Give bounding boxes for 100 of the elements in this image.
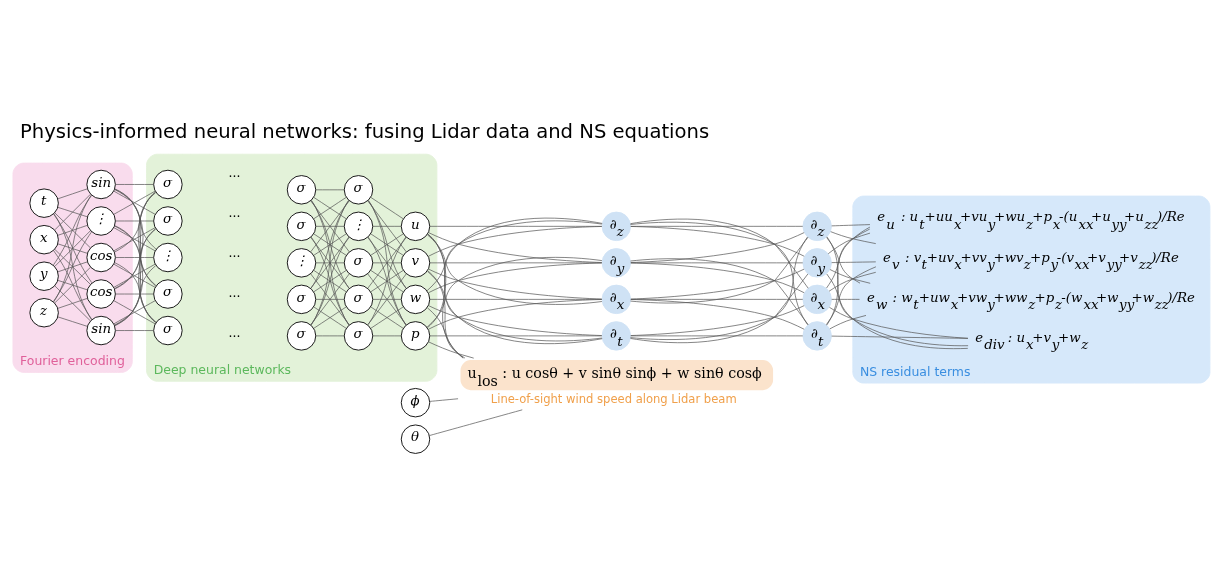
- connector: [113, 263, 156, 288]
- connector: [428, 298, 603, 330]
- connector: [830, 230, 877, 244]
- node-circle: sin: [86, 315, 116, 345]
- connector: [427, 270, 603, 341]
- connector: [630, 335, 804, 336]
- label: ···: [228, 288, 241, 304]
- connector: [428, 225, 603, 257]
- node-circle: ⋮: [153, 242, 183, 272]
- connector: [54, 229, 91, 267]
- node-circle: ϕ: [400, 387, 431, 417]
- node-circle: σ: [286, 211, 317, 241]
- node-circle: σ: [286, 174, 317, 204]
- node-circle: ⋮: [86, 205, 116, 236]
- connector: [831, 223, 871, 226]
- label: ···: [228, 208, 241, 224]
- connector: [370, 196, 404, 219]
- connector: [428, 268, 603, 299]
- connector: [367, 199, 407, 326]
- connector: [426, 256, 603, 328]
- node-circle: σ: [286, 284, 317, 314]
- connector: [826, 236, 969, 349]
- connector: [372, 298, 402, 300]
- connector: [53, 249, 93, 320]
- connector: [310, 199, 350, 289]
- node-label: Line-of-sight wind speed along Lidar beam: [490, 391, 737, 406]
- node-circle: ⋮: [343, 211, 374, 241]
- connector: [115, 183, 154, 185]
- connector: [630, 231, 805, 263]
- connector: [53, 212, 93, 320]
- connector: [429, 335, 603, 336]
- node-circle: t: [29, 187, 59, 218]
- connector: [113, 190, 156, 215]
- connector: [115, 329, 154, 331]
- connector: [115, 256, 154, 258]
- connector: [429, 397, 459, 402]
- node-circle: ⋮: [286, 247, 317, 278]
- connector: [367, 199, 407, 289]
- connector: [315, 298, 345, 300]
- connector: [54, 285, 91, 321]
- connector: [57, 279, 88, 290]
- node-circle: x: [29, 224, 59, 254]
- connector: [831, 298, 860, 300]
- connector: [630, 218, 808, 325]
- connector: [367, 236, 407, 325]
- connector: [427, 233, 603, 305]
- connector: [54, 193, 91, 230]
- connector: [828, 271, 877, 292]
- diagram-title: Physics-informed neural networks: fusing Lidar data and NS equations: [20, 119, 710, 143]
- connector: [372, 335, 402, 336]
- connector: [372, 262, 402, 263]
- connector: [310, 236, 350, 325]
- connector: [54, 266, 91, 303]
- node-circle: u: [400, 211, 431, 241]
- connector: [370, 269, 404, 292]
- connector: [630, 225, 805, 257]
- connector: [313, 269, 347, 292]
- node-circle: p: [400, 320, 431, 351]
- connector: [428, 341, 475, 358]
- node-circle: σ: [343, 247, 374, 278]
- connector: [57, 187, 88, 199]
- connector: [313, 196, 347, 219]
- node-circle: σ: [153, 169, 183, 199]
- connector: [57, 242, 88, 254]
- connector: [829, 268, 871, 284]
- connector: [113, 299, 156, 324]
- connector: [310, 199, 350, 326]
- connector: [426, 220, 603, 291]
- connector: [53, 231, 92, 302]
- connector: [429, 408, 523, 436]
- connector: [827, 232, 871, 254]
- connector: [630, 268, 805, 299]
- node-circle: σ: [343, 320, 374, 351]
- connector: [313, 233, 347, 256]
- connector: [57, 297, 88, 309]
- connector: [427, 217, 603, 328]
- connector: [630, 304, 805, 336]
- connector: [115, 293, 154, 294]
- connector: [630, 273, 809, 340]
- connector: [115, 220, 154, 221]
- connector: [54, 248, 91, 285]
- connector: [630, 236, 808, 343]
- connector: [428, 304, 603, 336]
- node-circle: w: [400, 284, 431, 314]
- label: ···: [228, 168, 241, 184]
- connector: [53, 194, 92, 265]
- connector: [367, 200, 407, 252]
- connector: [826, 236, 861, 283]
- connector: [826, 228, 871, 288]
- connector: [630, 221, 809, 289]
- connector: [427, 269, 464, 358]
- node-circle: σ: [343, 174, 374, 204]
- connector: [370, 233, 404, 256]
- connector: [315, 262, 345, 263]
- connector: [826, 226, 871, 326]
- connector: [427, 306, 466, 358]
- connector: [831, 261, 877, 263]
- connector: [113, 226, 156, 251]
- node-circle: z: [29, 297, 59, 327]
- node-circle: y: [29, 261, 59, 291]
